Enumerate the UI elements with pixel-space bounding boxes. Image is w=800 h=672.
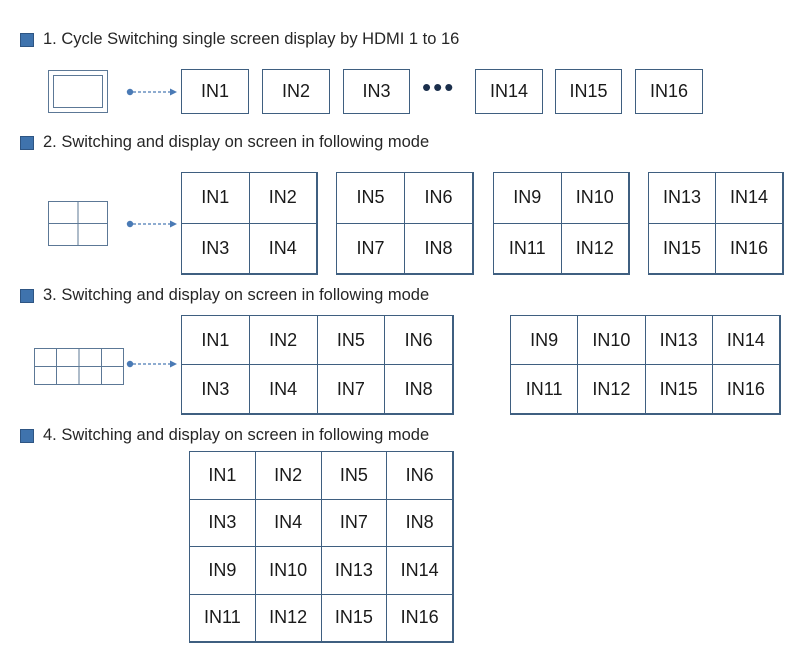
input-cell: IN10 bbox=[254, 546, 322, 595]
input-cell: IN8 bbox=[386, 498, 453, 547]
input-cell: IN2 bbox=[248, 172, 317, 224]
quad-group-3: IN9 IN10 IN11 IN12 bbox=[493, 172, 630, 275]
input-cell: IN15 bbox=[555, 69, 622, 114]
input-cell: IN9 bbox=[493, 172, 562, 224]
section-4-heading: 4. Switching and display on screen in fo… bbox=[43, 426, 430, 444]
arrow-icon bbox=[126, 360, 177, 368]
input-cell: IN11 bbox=[493, 222, 562, 274]
input-cell: IN6 bbox=[384, 315, 453, 365]
input-cell: IN12 bbox=[560, 222, 629, 274]
section-1-bullet-icon bbox=[20, 33, 34, 47]
eight-group-1: IN1 IN2 IN5 IN6 IN3 IN4 IN7 IN8 bbox=[181, 315, 454, 415]
input-cell: IN6 bbox=[404, 172, 473, 224]
input-cell: IN4 bbox=[248, 364, 318, 414]
input-cell: IN15 bbox=[648, 222, 716, 274]
input-cell: IN7 bbox=[336, 222, 405, 274]
input-cell: IN15 bbox=[320, 593, 388, 642]
arrow-icon bbox=[126, 220, 177, 228]
arrow-icon bbox=[126, 88, 177, 96]
input-cell: IN12 bbox=[254, 593, 322, 642]
eight-screen-icon bbox=[34, 348, 124, 385]
input-cell: IN5 bbox=[336, 172, 405, 224]
input-cell: IN8 bbox=[384, 364, 453, 414]
input-cell: IN14 bbox=[386, 546, 453, 595]
input-cell: IN1 bbox=[181, 315, 250, 365]
input-cell: IN16 bbox=[635, 69, 703, 114]
input-cell: IN14 bbox=[475, 69, 543, 114]
input-cell: IN1 bbox=[181, 69, 249, 114]
input-cell: IN8 bbox=[404, 222, 473, 274]
input-cell: IN4 bbox=[248, 222, 317, 274]
ellipsis: ••• bbox=[422, 72, 456, 102]
input-cell: IN3 bbox=[343, 69, 410, 114]
input-cell: IN10 bbox=[560, 172, 629, 224]
input-cell: IN16 bbox=[715, 222, 783, 274]
single-screen-icon bbox=[48, 70, 108, 113]
section-2-heading: 2. Switching and display on screen in fo… bbox=[43, 133, 430, 151]
input-cell: IN2 bbox=[254, 451, 322, 500]
input-cell: IN5 bbox=[320, 451, 388, 500]
input-cell: IN2 bbox=[262, 69, 330, 114]
input-cell: IN11 bbox=[510, 364, 579, 414]
input-cell: IN3 bbox=[181, 364, 250, 414]
input-cell: IN14 bbox=[715, 172, 783, 224]
section-4-bullet-icon bbox=[20, 429, 34, 443]
quad-group-4: IN13 IN14 IN15 IN16 bbox=[648, 172, 784, 275]
quad-group-1: IN1 IN2 IN3 IN4 bbox=[181, 172, 318, 275]
section-1-heading: 1. Cycle Switching single screen display… bbox=[43, 30, 460, 48]
input-cell: IN13 bbox=[648, 172, 716, 224]
input-cell: IN1 bbox=[181, 172, 250, 224]
input-cell: IN7 bbox=[320, 498, 388, 547]
input-cell: IN7 bbox=[316, 364, 386, 414]
section-3-heading: 3. Switching and display on screen in fo… bbox=[43, 286, 430, 304]
input-cell: IN6 bbox=[386, 451, 453, 500]
input-cell: IN15 bbox=[644, 364, 713, 414]
input-cell: IN12 bbox=[577, 364, 646, 414]
input-cell: IN3 bbox=[189, 498, 256, 547]
input-cell: IN5 bbox=[316, 315, 386, 365]
input-cell: IN4 bbox=[254, 498, 322, 547]
section-3-bullet-icon bbox=[20, 289, 34, 303]
input-cell: IN10 bbox=[577, 315, 646, 365]
sixteen-grid: IN1 IN2 IN5 IN6 IN3 IN4 IN7 IN8 IN9 IN10… bbox=[189, 451, 454, 643]
input-cell: IN1 bbox=[189, 451, 256, 500]
input-cell: IN9 bbox=[189, 546, 256, 595]
eight-group-2: IN9 IN10 IN13 IN14 IN11 IN12 IN15 IN16 bbox=[510, 315, 781, 415]
quad-group-2: IN5 IN6 IN7 IN8 bbox=[336, 172, 474, 275]
input-cell: IN2 bbox=[248, 315, 318, 365]
input-cell: IN9 bbox=[510, 315, 579, 365]
input-cell: IN13 bbox=[320, 546, 388, 595]
input-cell: IN16 bbox=[386, 593, 453, 642]
quad-screen-icon bbox=[48, 201, 108, 246]
input-cell: IN14 bbox=[711, 315, 780, 365]
input-cell: IN3 bbox=[181, 222, 250, 274]
section-2-bullet-icon bbox=[20, 136, 34, 150]
input-cell: IN11 bbox=[189, 593, 256, 642]
input-cell: IN16 bbox=[711, 364, 780, 414]
input-cell: IN13 bbox=[644, 315, 713, 365]
